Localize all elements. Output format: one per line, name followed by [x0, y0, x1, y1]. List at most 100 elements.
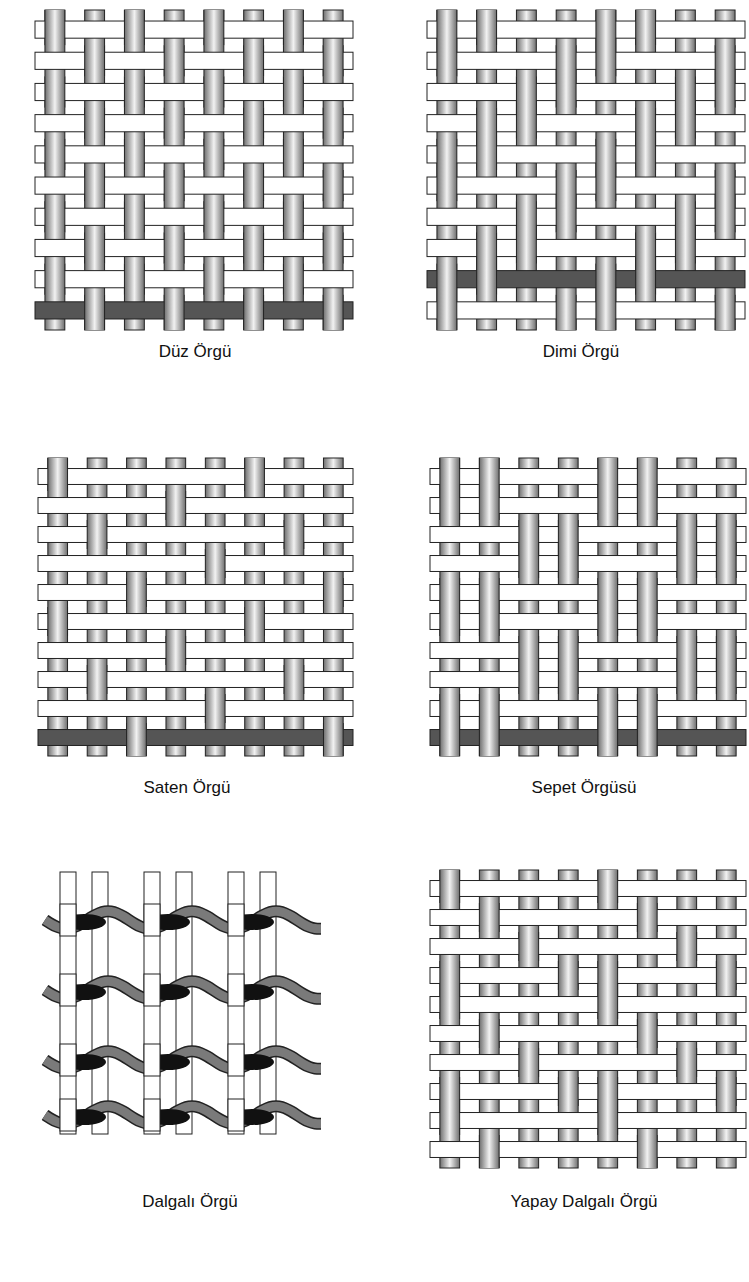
- warp-yarn: [144, 872, 160, 1134]
- warp-float: [228, 974, 244, 1006]
- warp-edge: [436, 139, 437, 201]
- warp-float: [144, 974, 160, 1006]
- warp-edge: [735, 170, 736, 232]
- warp-edge: [696, 1048, 697, 1077]
- warp-float: [440, 578, 460, 636]
- warp-edge: [696, 636, 697, 694]
- warp-float: [323, 170, 343, 201]
- warp-float: [204, 139, 224, 170]
- warp-float: [283, 10, 303, 45]
- weft-yarn: [427, 208, 745, 225]
- warp-float: [45, 201, 65, 232]
- weft-yarn: [38, 556, 353, 572]
- warp-edge: [64, 264, 65, 295]
- warp-float: [45, 139, 65, 170]
- warp-float: [164, 45, 184, 76]
- warp-float: [323, 295, 343, 330]
- weft-yarn: [35, 177, 353, 194]
- warp-edge: [676, 932, 677, 961]
- warp-edge: [536, 201, 537, 263]
- warp-edge: [146, 578, 147, 607]
- warp-edge: [595, 10, 596, 76]
- warp-edge: [655, 10, 656, 45]
- warp-edge: [696, 932, 697, 961]
- warp-edge: [597, 870, 598, 903]
- warp-float: [244, 232, 264, 263]
- weft-yarn: [38, 527, 353, 543]
- warp-yarn: [479, 458, 499, 756]
- warp-float: [479, 1019, 499, 1048]
- warp-edge: [104, 232, 105, 263]
- warp-float: [715, 45, 735, 107]
- warp-edge: [323, 295, 324, 330]
- warp-edge: [595, 139, 596, 201]
- warp-edge: [436, 264, 437, 330]
- warp-edge: [283, 10, 284, 45]
- warp-edge: [303, 201, 304, 232]
- warp-yarn: [440, 458, 460, 756]
- warp-edge: [67, 607, 68, 636]
- warp-float: [323, 45, 343, 76]
- warp-edge: [538, 520, 539, 578]
- warp-edge: [736, 1077, 737, 1106]
- warp-edge: [264, 458, 265, 491]
- warp-float: [596, 264, 616, 330]
- warp-edge: [164, 108, 165, 139]
- warp-edge: [496, 232, 497, 294]
- warp-edge: [223, 264, 224, 295]
- warp-float: [124, 76, 144, 107]
- warp-float: [677, 636, 697, 694]
- warp-edge: [516, 76, 517, 138]
- warp-edge: [617, 1077, 618, 1135]
- weft-yarn: [430, 585, 746, 601]
- weft-yarn: [35, 208, 353, 225]
- warp-float: [85, 108, 105, 139]
- warp-edge: [104, 170, 105, 201]
- warp-float: [85, 295, 105, 330]
- warp-float: [637, 1019, 657, 1048]
- warp-float: [245, 607, 265, 636]
- warp-edge: [536, 76, 537, 138]
- weft-yarn: [427, 83, 745, 100]
- warp-edge: [184, 45, 185, 76]
- warp-float: [228, 1044, 244, 1076]
- warp-float: [558, 636, 578, 694]
- warp-edge: [225, 549, 226, 578]
- warp-edge: [597, 458, 598, 520]
- warp-float: [479, 458, 499, 520]
- warp-float: [164, 170, 184, 201]
- plain-weave: [35, 10, 353, 330]
- warp-edge: [657, 1135, 658, 1168]
- warp-float: [244, 170, 264, 201]
- warp-edge: [303, 139, 304, 170]
- warp-float: [637, 458, 657, 520]
- warp-float: [45, 10, 65, 45]
- warp-edge: [203, 76, 204, 107]
- warp-float: [164, 232, 184, 263]
- twill-weave: [427, 10, 745, 330]
- warp-float: [48, 458, 68, 491]
- warp-edge: [635, 10, 636, 45]
- warp-edge: [516, 201, 517, 263]
- warp-float: [675, 76, 695, 138]
- warp-edge: [124, 264, 125, 295]
- warp-edge: [303, 264, 304, 295]
- warp-edge: [556, 170, 557, 232]
- warp-edge: [676, 636, 677, 694]
- warp-edge: [47, 607, 48, 636]
- warp-edge: [496, 108, 497, 170]
- warp-edge: [637, 1135, 638, 1168]
- warp-float: [477, 108, 497, 170]
- warp-float: [519, 932, 539, 961]
- warp-float: [558, 961, 578, 990]
- warp-edge: [144, 10, 145, 45]
- warp-edge: [657, 694, 658, 756]
- warp-edge: [436, 10, 437, 76]
- warp-edge: [243, 108, 244, 139]
- warp-edge: [558, 1077, 559, 1106]
- warp-edge: [716, 520, 717, 578]
- warp-edge: [303, 76, 304, 107]
- warp-edge: [263, 295, 264, 330]
- warp-edge: [499, 903, 500, 932]
- warp-edge: [676, 1048, 677, 1077]
